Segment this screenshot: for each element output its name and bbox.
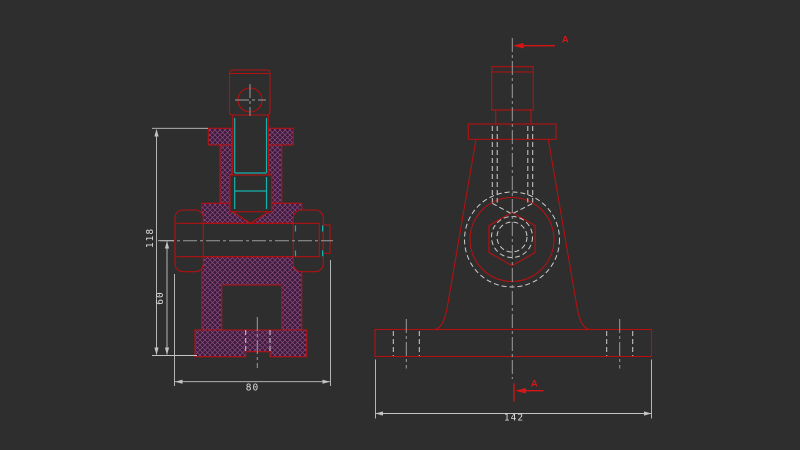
section-view[interactable]: 118 60 80 xyxy=(145,69,333,394)
dimension-142[interactable]: 142 xyxy=(375,359,652,424)
section-cut-marker-top[interactable]: A xyxy=(512,35,569,49)
hatch-region-base xyxy=(194,329,308,358)
cyan-edge-line xyxy=(234,118,268,173)
pin-body-edges xyxy=(176,222,320,258)
dim-118-label: 118 xyxy=(145,228,156,248)
pin[interactable] xyxy=(160,209,333,273)
dim-80-label: 80 xyxy=(246,383,259,394)
section-label-top: A xyxy=(562,35,569,46)
screw-assembly[interactable] xyxy=(228,69,273,224)
section-arrow-icon xyxy=(515,387,526,394)
dim-arrow-icon xyxy=(154,129,159,137)
cyan-edge-line xyxy=(234,177,268,209)
pin-tip xyxy=(322,224,331,254)
section-arrow-icon xyxy=(512,42,524,49)
dim-arrow-icon xyxy=(375,411,383,416)
body-outline[interactable] xyxy=(374,66,653,358)
thread-hidden-circle xyxy=(491,216,533,258)
hatch-region xyxy=(207,127,234,146)
cyan-edge-line xyxy=(234,172,267,192)
dimension-118[interactable]: 118 xyxy=(145,127,208,356)
hidden-line xyxy=(245,330,271,352)
front-view[interactable]: A A 142 xyxy=(374,35,653,424)
base-plate-outline xyxy=(374,328,653,358)
dim-arrow-icon xyxy=(322,379,330,384)
thread-hidden-circle xyxy=(496,221,528,253)
neck-outline xyxy=(495,109,532,125)
dim-arrow-icon xyxy=(164,241,170,249)
bolt-hole-hidden-lines[interactable] xyxy=(392,319,634,369)
dim-arrow-icon xyxy=(644,411,652,416)
section-cut-marker-bottom[interactable]: A xyxy=(513,379,544,402)
hex-nut-outline xyxy=(488,211,536,267)
section-label-bottom: A xyxy=(531,379,538,390)
hatch-region xyxy=(267,127,294,146)
dim-arrow-icon xyxy=(164,347,170,355)
dim-60-label: 60 xyxy=(155,291,166,304)
taper-edge-right xyxy=(547,139,591,331)
base-hole-hidden-lines[interactable] xyxy=(245,317,271,368)
hidden-line xyxy=(606,331,634,356)
hatch-region xyxy=(201,256,303,331)
dimension-60[interactable]: 60 xyxy=(155,240,174,355)
hidden-line xyxy=(392,331,420,356)
screw-shaft-edges xyxy=(232,115,269,175)
dim-arrow-icon xyxy=(175,379,183,384)
nut-outline xyxy=(229,174,273,213)
dim-arrow-icon xyxy=(154,347,159,355)
hatched-body-section[interactable] xyxy=(194,127,308,358)
dim-142-label: 142 xyxy=(504,413,524,424)
cyan-edge-line xyxy=(294,225,324,257)
taper-edge-left xyxy=(433,139,477,331)
dimension-80[interactable]: 80 xyxy=(174,260,331,394)
